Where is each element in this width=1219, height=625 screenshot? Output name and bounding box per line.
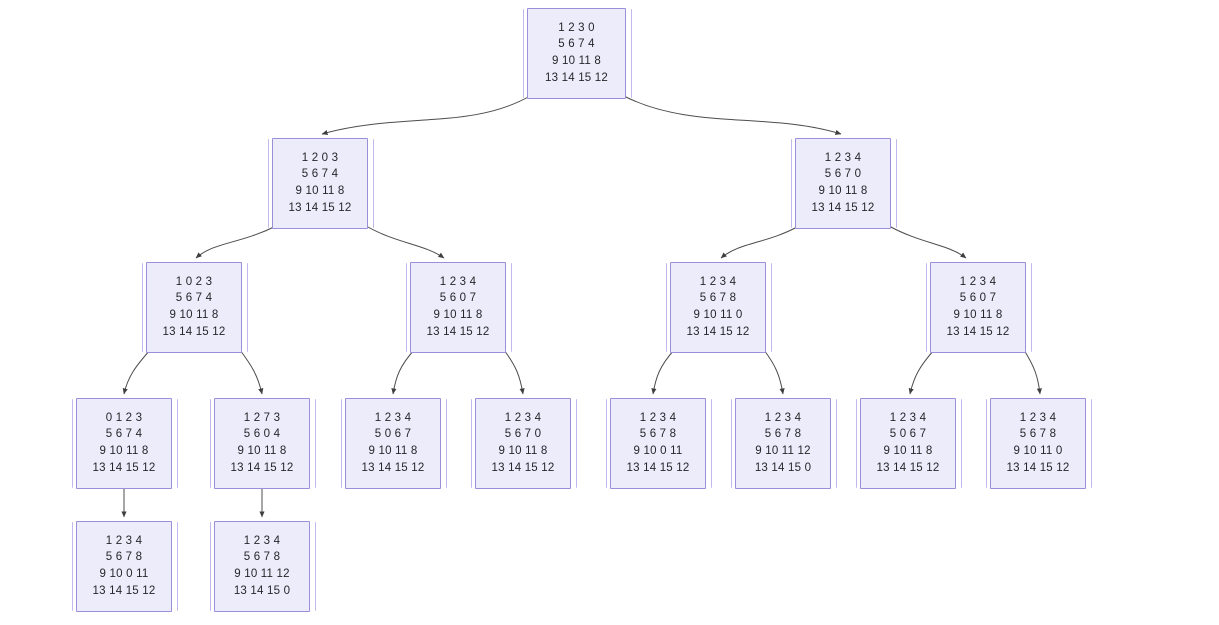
node-row: 9 10 11 8 — [368, 445, 418, 458]
node-row: 1 2 3 4 — [439, 275, 477, 288]
tree-node-n7[interactable]: 0 1 2 3 5 6 7 4 9 10 11 8 13 14 15 12 — [72, 398, 178, 489]
node-row: 9 10 11 8 — [552, 55, 601, 68]
node-row: 5 6 7 8 — [243, 551, 281, 564]
node-row: 9 10 0 11 — [633, 445, 683, 458]
node-row: 5 6 7 8 — [105, 551, 143, 564]
node-row: 1 0 2 3 — [175, 275, 213, 288]
tree-node-n5[interactable]: 1 2 3 4 5 6 7 8 9 10 11 0 13 14 15 12 — [666, 262, 772, 353]
node-row: 5 6 7 4 — [301, 168, 339, 181]
tree-edge-n1-n3 — [195, 225, 277, 259]
tree-node-n2[interactable]: 1 2 3 4 5 6 7 0 9 10 11 8 13 14 15 12 — [791, 138, 897, 229]
node-row: 9 10 11 0 — [1013, 445, 1063, 458]
node-row: 13 14 15 12 — [230, 461, 294, 474]
node-row: 5 6 7 4 — [558, 38, 595, 51]
node-row: 13 14 15 0 — [754, 461, 812, 474]
node-row: 9 10 11 8 — [883, 445, 933, 458]
node-row: 5 6 7 8 — [1019, 428, 1057, 441]
tree-edge-n6-n13 — [908, 349, 935, 395]
node-row: 1 2 3 4 — [959, 275, 997, 288]
node-row: 9 10 11 12 — [234, 568, 290, 581]
node-row: 9 10 11 8 — [433, 309, 483, 322]
node-row: 1 2 3 4 — [889, 411, 927, 424]
tree-edge-n3-n8 — [239, 349, 264, 395]
node-row: 13 14 15 12 — [686, 325, 750, 338]
node-row: 1 2 0 3 — [301, 151, 339, 164]
node-row: 5 6 7 4 — [175, 292, 213, 305]
node-row: 1 2 3 0 — [558, 21, 595, 34]
node-row: 5 6 7 8 — [639, 428, 677, 441]
node-row: 0 1 2 3 — [105, 411, 143, 424]
node-row: 5 0 6 7 — [374, 428, 412, 441]
node-row: 1 2 3 4 — [243, 534, 281, 547]
node-row: 5 6 7 0 — [504, 428, 542, 441]
tree-node-n8[interactable]: 1 2 7 3 5 6 0 4 9 10 11 8 13 14 15 12 — [210, 398, 316, 489]
tree-node-n11[interactable]: 1 2 3 4 5 6 7 8 9 10 0 11 13 14 15 12 — [606, 398, 712, 489]
node-row: 1 2 3 4 — [764, 411, 802, 424]
node-row: 5 6 7 8 — [699, 292, 737, 305]
tree-node-n16[interactable]: 1 2 3 4 5 6 7 8 9 10 11 12 13 14 15 0 — [210, 521, 316, 612]
node-row: 1 2 7 3 — [243, 411, 281, 424]
tree-edge-n0-n1 — [321, 95, 531, 135]
tree-edge-n1-n4 — [365, 225, 445, 259]
node-row: 5 6 7 4 — [105, 428, 143, 441]
node-row: 13 14 15 12 — [288, 201, 352, 214]
node-row: 13 14 15 12 — [545, 71, 608, 84]
node-row: 13 14 15 12 — [162, 325, 226, 338]
tree-edge-n3-n7 — [122, 349, 151, 395]
node-row: 1 2 3 4 — [504, 411, 542, 424]
tree-edge-n2-n6 — [888, 225, 967, 259]
tree-node-n1[interactable]: 1 2 0 3 5 6 7 4 9 10 11 8 13 14 15 12 — [268, 138, 374, 229]
node-row: 1 2 3 4 — [639, 411, 677, 424]
tree-edge-n5-n12 — [763, 349, 785, 395]
node-row: 9 10 11 8 — [237, 445, 287, 458]
node-row: 9 10 0 11 — [99, 568, 149, 581]
node-row: 1 2 3 4 — [105, 534, 143, 547]
tree-node-n3[interactable]: 1 0 2 3 5 6 7 4 9 10 11 8 13 14 15 12 — [142, 262, 248, 353]
tree-node-n6[interactable]: 1 2 3 4 5 6 0 7 9 10 11 8 13 14 15 12 — [926, 262, 1032, 353]
tree-node-n15[interactable]: 1 2 3 4 5 6 7 8 9 10 0 11 13 14 15 12 — [72, 521, 178, 612]
tree-node-n10[interactable]: 1 2 3 4 5 6 7 0 9 10 11 8 13 14 15 12 — [471, 398, 577, 489]
tree-edge-n4-n9 — [391, 349, 415, 395]
node-row: 1 2 3 4 — [374, 411, 412, 424]
node-row: 13 14 15 12 — [811, 201, 875, 214]
tree-node-n9[interactable]: 1 2 3 4 5 0 6 7 9 10 11 8 13 14 15 12 — [341, 398, 447, 489]
node-row: 13 14 15 12 — [92, 461, 156, 474]
node-row: 9 10 11 8 — [99, 445, 149, 458]
node-row: 13 14 15 0 — [233, 584, 291, 597]
node-row: 13 14 15 12 — [876, 461, 940, 474]
tree-edge-n5-n11 — [651, 349, 675, 395]
node-row: 5 6 7 0 — [824, 168, 862, 181]
node-row: 9 10 11 8 — [953, 309, 1003, 322]
tree-node-n0[interactable]: 1 2 3 0 5 6 7 4 9 10 11 8 13 14 15 12 — [523, 8, 632, 99]
node-row: 13 14 15 12 — [361, 461, 425, 474]
tree-node-n12[interactable]: 1 2 3 4 5 6 7 8 9 10 11 12 13 14 15 0 — [731, 398, 837, 489]
tree-node-n14[interactable]: 1 2 3 4 5 6 7 8 9 10 11 0 13 14 15 12 — [986, 398, 1092, 489]
node-row: 13 14 15 12 — [626, 461, 690, 474]
node-row: 5 6 0 7 — [439, 292, 477, 305]
node-row: 1 2 3 4 — [824, 151, 862, 164]
node-row: 9 10 11 8 — [295, 185, 345, 198]
tree-edge-n4-n10 — [503, 349, 525, 395]
node-row: 5 6 7 8 — [764, 428, 802, 441]
tree-edge-n6-n14 — [1023, 349, 1042, 395]
tree-node-n13[interactable]: 1 2 3 4 5 0 6 7 9 10 11 8 13 14 15 12 — [856, 398, 962, 489]
node-row: 5 6 0 7 — [959, 292, 997, 305]
node-row: 1 2 3 4 — [1019, 411, 1057, 424]
node-row: 9 10 11 8 — [169, 309, 219, 322]
node-row: 13 14 15 12 — [946, 325, 1010, 338]
node-row: 13 14 15 12 — [1006, 461, 1070, 474]
node-row: 5 6 0 4 — [243, 428, 281, 441]
node-row: 13 14 15 12 — [491, 461, 555, 474]
node-row: 13 14 15 12 — [426, 325, 490, 338]
node-row: 9 10 11 0 — [693, 309, 743, 322]
tree-edge-n0-n2 — [623, 95, 842, 135]
node-row: 13 14 15 12 — [92, 584, 156, 597]
tree-node-n4[interactable]: 1 2 3 4 5 6 0 7 9 10 11 8 13 14 15 12 — [406, 262, 512, 353]
tree-edge-n2-n5 — [720, 225, 800, 259]
node-row: 9 10 11 8 — [818, 185, 868, 198]
node-row: 5 0 6 7 — [889, 428, 927, 441]
node-row: 1 2 3 4 — [699, 275, 737, 288]
node-row: 9 10 11 12 — [755, 445, 811, 458]
node-row: 9 10 11 8 — [498, 445, 548, 458]
